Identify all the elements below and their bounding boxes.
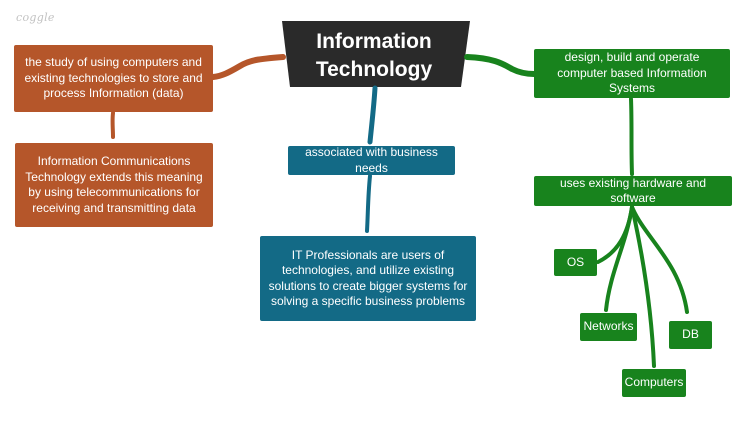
node-ict[interactable]: Information Communications Technology ex… [15, 143, 213, 227]
node-business-needs[interactable]: associated with business needs [288, 145, 455, 175]
node-hardware-software[interactable]: uses existing hardware and software [534, 176, 732, 206]
node-networks[interactable]: Networks [580, 313, 637, 341]
node-design-build[interactable]: design, build and operate computer based… [534, 49, 730, 98]
branch-central-to-definition [210, 54, 286, 80]
coggle-logo: coggle [16, 11, 55, 24]
central-title-line2: Technology [315, 58, 433, 81]
node-computers[interactable]: Computers [622, 369, 686, 397]
node-os[interactable]: OS [554, 249, 597, 276]
branch-hardware-to-db [630, 205, 689, 314]
node-it-professionals[interactable]: IT Professionals are users of technologi… [260, 236, 476, 321]
central-node-shape [282, 21, 470, 87]
central-title-line1: Information [316, 30, 432, 53]
node-db[interactable]: DB [669, 321, 712, 349]
branch-hardware-to-computers [630, 205, 656, 368]
branch-hardware-to-networks [604, 205, 634, 312]
branch-central-to-design [464, 54, 537, 77]
branch-central-to-business [367, 85, 378, 145]
branch-design-to-hardware [629, 97, 634, 176]
node-definition[interactable]: the study of using computers and existin… [14, 45, 213, 112]
branch-business-to-professionals [365, 174, 372, 233]
central-node-title[interactable]: Information Technology [287, 28, 461, 84]
